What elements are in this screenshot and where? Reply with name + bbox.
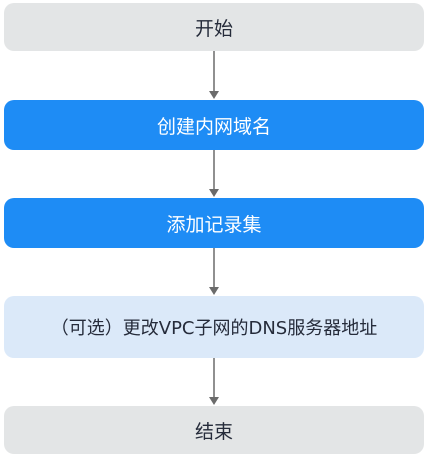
add-record-set-label: 添加记录集 xyxy=(166,213,262,236)
end-label: 结束 xyxy=(194,420,233,443)
change-vpc-dns-node: （可选）更改VPC子网的DNS服务器地址 xyxy=(4,296,424,358)
arrow-change-dns-to-end xyxy=(209,358,219,405)
add-record-set-node: 添加记录集 xyxy=(4,198,424,248)
arrow-add-record-to-change-dns xyxy=(209,248,219,295)
end-node: 结束 xyxy=(4,406,424,454)
create-private-zone-node: 创建内网域名 xyxy=(4,100,424,150)
create-private-zone-label: 创建内网域名 xyxy=(156,115,271,138)
arrow-start-to-create xyxy=(209,51,219,99)
arrow-create-to-add-record xyxy=(209,150,219,197)
start-node: 开始 xyxy=(4,3,424,51)
change-vpc-dns-label: （可选）更改VPC子网的DNS服务器地址 xyxy=(50,318,378,339)
start-label: 开始 xyxy=(194,17,233,40)
